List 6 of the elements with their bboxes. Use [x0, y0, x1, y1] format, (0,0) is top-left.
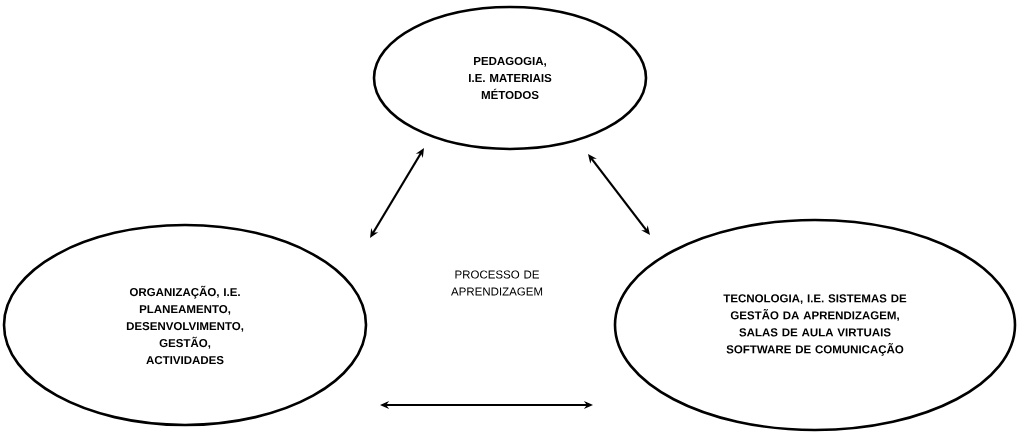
- ellipse-node: TECNOLOGIA, I.E. SISTEMAS DE GESTÃO DA APRENDIZAGEM, SALAS DE AULA VIRTUAIS SOFTWARE DE COMUNICAÇÃO: [613, 218, 1017, 432]
- arrow: [588, 154, 650, 235]
- ellipse-node: PEDAGOGIA, I.E. MATERIAIS MÉTODOS: [372, 5, 648, 151]
- ellipse-node: ORGANIZAÇÃO, I.E. PLANEAMENTO, DESENVOLVIMENTO, GESTÃO, ACTIVIDADES: [2, 223, 368, 427]
- center-label: PROCESSO DE APRENDIZAGEM: [451, 270, 543, 296]
- arrow: [370, 148, 424, 238]
